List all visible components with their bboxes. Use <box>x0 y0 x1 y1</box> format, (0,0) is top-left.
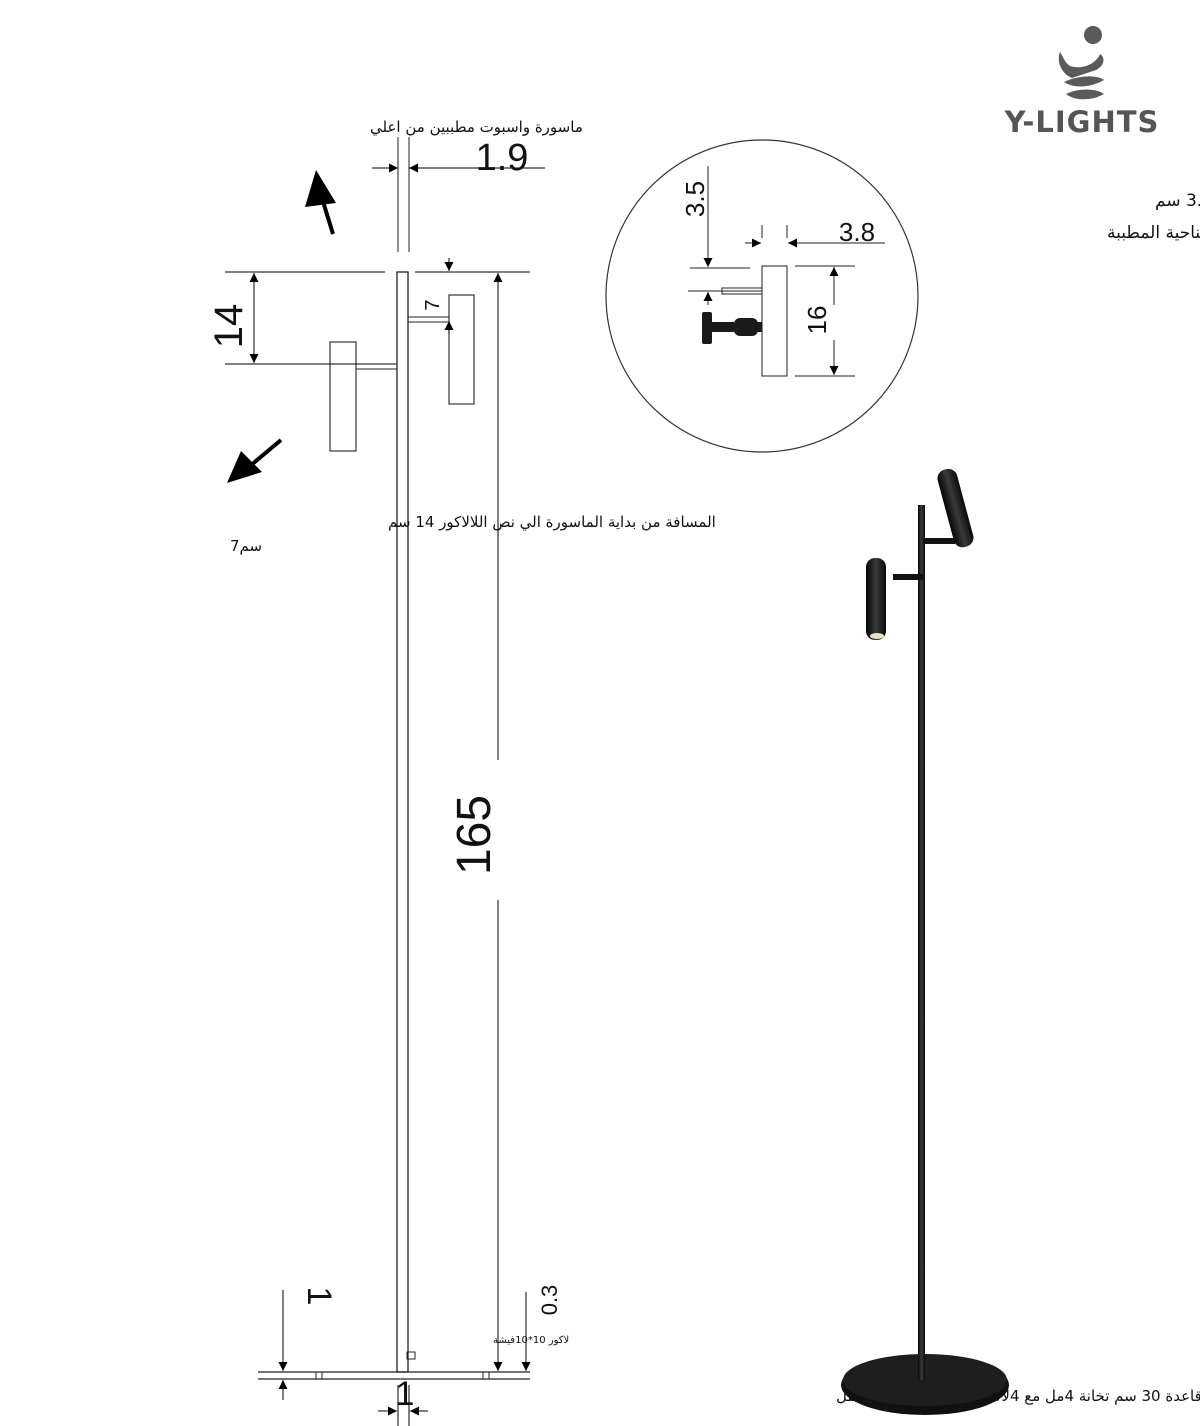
brand-logo: Y-LIGHTS <box>1004 26 1160 139</box>
dimension-lines <box>225 163 545 1426</box>
note-distance-line2: سم7 <box>230 537 262 555</box>
logo-text: Y-LIGHTS <box>1004 105 1160 139</box>
dim-arm-offset: 7 <box>422 299 444 310</box>
pole-elevation <box>258 137 530 1380</box>
y-lights-logo-icon <box>1058 26 1104 100</box>
dimension-labels: 1.9 14 7 165 1 0.3 1 <box>207 137 562 1413</box>
dim-detail-height: 16 <box>802 306 832 335</box>
dim-total-height: 165 <box>448 795 501 875</box>
annotations: ماسورة واسبوت مطببين من اعلي المسافة من … <box>230 118 1200 1405</box>
lamp-product-image <box>841 468 1009 1415</box>
fitting-bolt-icon <box>702 312 762 344</box>
dim-arm-spacing: 14 <box>207 304 251 349</box>
dim-detail-weld: 3.5 <box>680 181 710 217</box>
weld-detail: 3.5 3.8 16 <box>605 139 919 453</box>
note-plug: لاكور 10*10فيشة <box>493 1335 569 1346</box>
note-distance-line1: المسافة من بداية الماسورة الي نص اللالاك… <box>388 513 716 532</box>
dim-pipe-width: 1.9 <box>476 137 529 179</box>
dim-base-pipe-width: 1 <box>396 1375 415 1413</box>
dim-detail-width: 3.8 <box>839 217 875 247</box>
pointer-arrows <box>227 170 336 483</box>
note-weld-line1: لحام اللاكور علي بعد 3.5 سم <box>1155 191 1200 211</box>
dim-base-height: 1 <box>300 1287 338 1306</box>
dim-plug-height: 0.3 <box>537 1285 562 1316</box>
note-top-pipe: ماسورة واسبوت مطببين من اعلي <box>370 118 583 137</box>
note-weld-line2: من الناحية المطببة <box>1107 223 1200 243</box>
